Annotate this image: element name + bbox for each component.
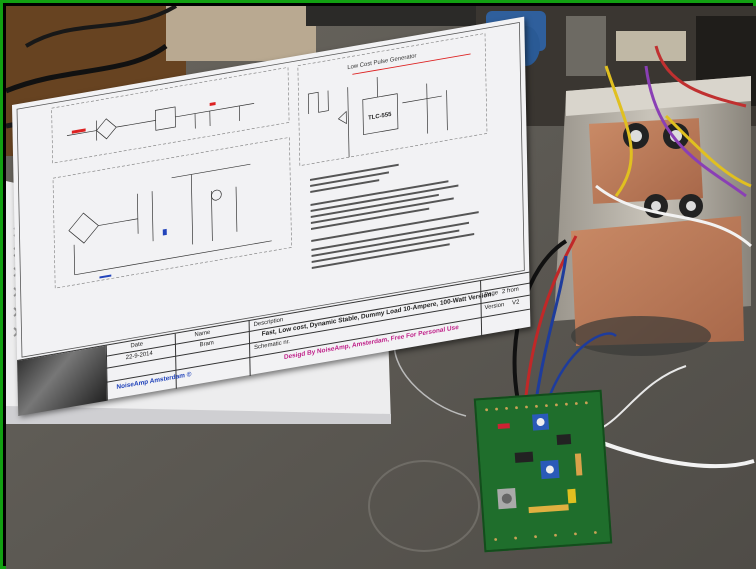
- chip-label: TLC-555: [368, 112, 392, 122]
- version-label: Version: [484, 302, 505, 312]
- photo: Low Cost Pulse Generator TLC-555: [6, 6, 756, 569]
- generator-title: Low Cost Pulse Generator: [347, 53, 416, 71]
- name-value: Bram: [199, 340, 214, 349]
- schematic-sheet: Low Cost Pulse Generator TLC-555: [12, 16, 531, 416]
- page-label: Page: [484, 290, 499, 299]
- page-value: 2 from: [501, 286, 519, 296]
- box-top: [166, 6, 316, 61]
- date-label: Date: [130, 341, 144, 350]
- prototype-pcb: [473, 389, 613, 553]
- version-value: V2: [512, 299, 520, 307]
- schematic-drawing: Low Cost Pulse Generator TLC-555: [16, 21, 525, 358]
- copper-plate: [571, 216, 744, 346]
